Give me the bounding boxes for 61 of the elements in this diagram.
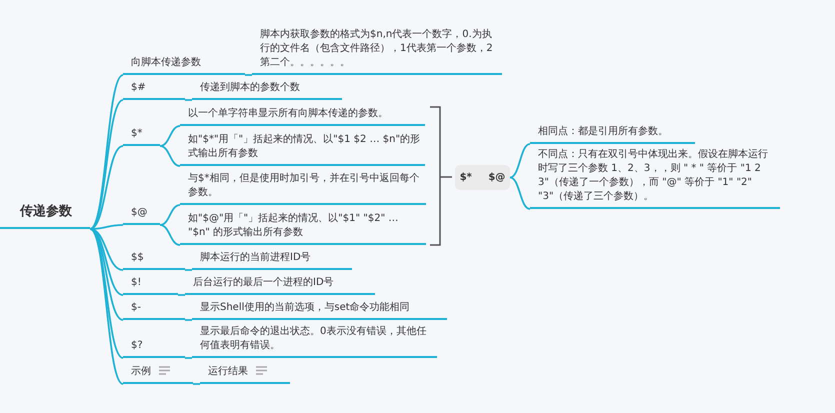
- branch-line: [510, 176, 530, 210]
- branch-line: [185, 99, 192, 101]
- branch-line: [185, 357, 192, 359]
- branch-line: [90, 99, 124, 230]
- branch-line: [245, 74, 252, 76]
- topic-underline: [252, 26, 502, 75]
- topic-underline: [530, 146, 780, 209]
- topic-underline: [123, 55, 245, 75]
- topic-text: 不同点：只有在双引号中体现出来。假设在脚本运行时写了三个参数 1、2、3，，则 " * " 等价于 "1 2 3"（传递了一个参数），而 "@" 等价于 "1" "2" "3"（传递了三个参数）。: [538, 148, 769, 204]
- topic-underline: [123, 126, 160, 146]
- topic-text: 如"$@"用「"」括起来的情况、以"$1" "$2" … "$n" 的形式输出所有参数: [188, 212, 400, 240]
- branch-line: [90, 228, 124, 359]
- topic-text: 如"$*"用「"」括起来的情况、以"$1 $2 … $n"的形式输出所有参数: [188, 133, 421, 161]
- topic-text: $?: [131, 339, 143, 353]
- topic-underline: [192, 80, 342, 100]
- topic-underline: [185, 275, 375, 295]
- branch-line: [160, 125, 180, 147]
- topic-underline: [530, 124, 695, 144]
- topic-underline: [123, 250, 185, 270]
- topic-text: 后台运行的最后一个进程的ID号: [193, 276, 334, 290]
- branch-line: [89, 74, 124, 230]
- branch-line: [160, 204, 180, 226]
- branch-line: [90, 145, 124, 230]
- topic-underline: [123, 300, 185, 320]
- topic-text: 传递到脚本的参数个数: [200, 81, 300, 95]
- topic-text: $-: [131, 301, 141, 315]
- branch-line: [90, 228, 124, 321]
- topic-underline: [123, 364, 193, 384]
- topic-text: $@: [131, 206, 148, 220]
- summary-topic: [455, 165, 510, 190]
- topic-text: 示例: [131, 365, 151, 379]
- topic-text: 脚本运行的当前进程ID号: [200, 251, 311, 265]
- branch-line: [89, 228, 124, 385]
- topic-text: 相同点：都是引用所有参数。: [538, 125, 668, 139]
- topic-text: 传递参数: [20, 202, 72, 221]
- topic-underline: [123, 338, 185, 358]
- branch-line: [185, 269, 192, 271]
- branch-line: [185, 319, 192, 321]
- topic-text: $!: [131, 276, 142, 290]
- topic-text: 显示最后命令的退出状态。0表示没有错误，其他任何值表明有错误。: [200, 325, 428, 353]
- topic-underline: [123, 275, 178, 295]
- topic-text: $*: [131, 127, 142, 141]
- topic-underline: [192, 250, 352, 270]
- topic-text: 向脚本传递参数: [131, 56, 201, 70]
- topic-text: $* $@: [460, 170, 506, 184]
- topic-text: 脚本内获取参数的格式为$n,n代表一个数字，0.为执行的文件名（包含文件路径），1代表第一个参数，2第二个。。。。。。: [260, 28, 494, 70]
- branch-line: [510, 143, 530, 178]
- topic-text: 以一个单字符串显示所有向脚本传递的参数。: [188, 107, 388, 121]
- topic-underline: [123, 205, 160, 225]
- branch-line: [160, 224, 180, 246]
- branch-line: [178, 294, 185, 296]
- branch-line: [160, 145, 180, 167]
- topic-text: 显示Shell使用的当前选项，与set命令功能相同: [200, 301, 410, 315]
- topic-underline: [200, 364, 290, 384]
- topic-text: 运行结果: [208, 365, 248, 379]
- topic-underline: [123, 80, 185, 100]
- branch-line: [193, 383, 200, 385]
- topic-text: $#: [131, 81, 146, 95]
- topic-text: 与$*相同，但是使用时加引号，并在引号中返回每个参数。: [188, 172, 420, 200]
- topic-text: $$: [131, 251, 144, 265]
- topic-underline: [192, 300, 447, 320]
